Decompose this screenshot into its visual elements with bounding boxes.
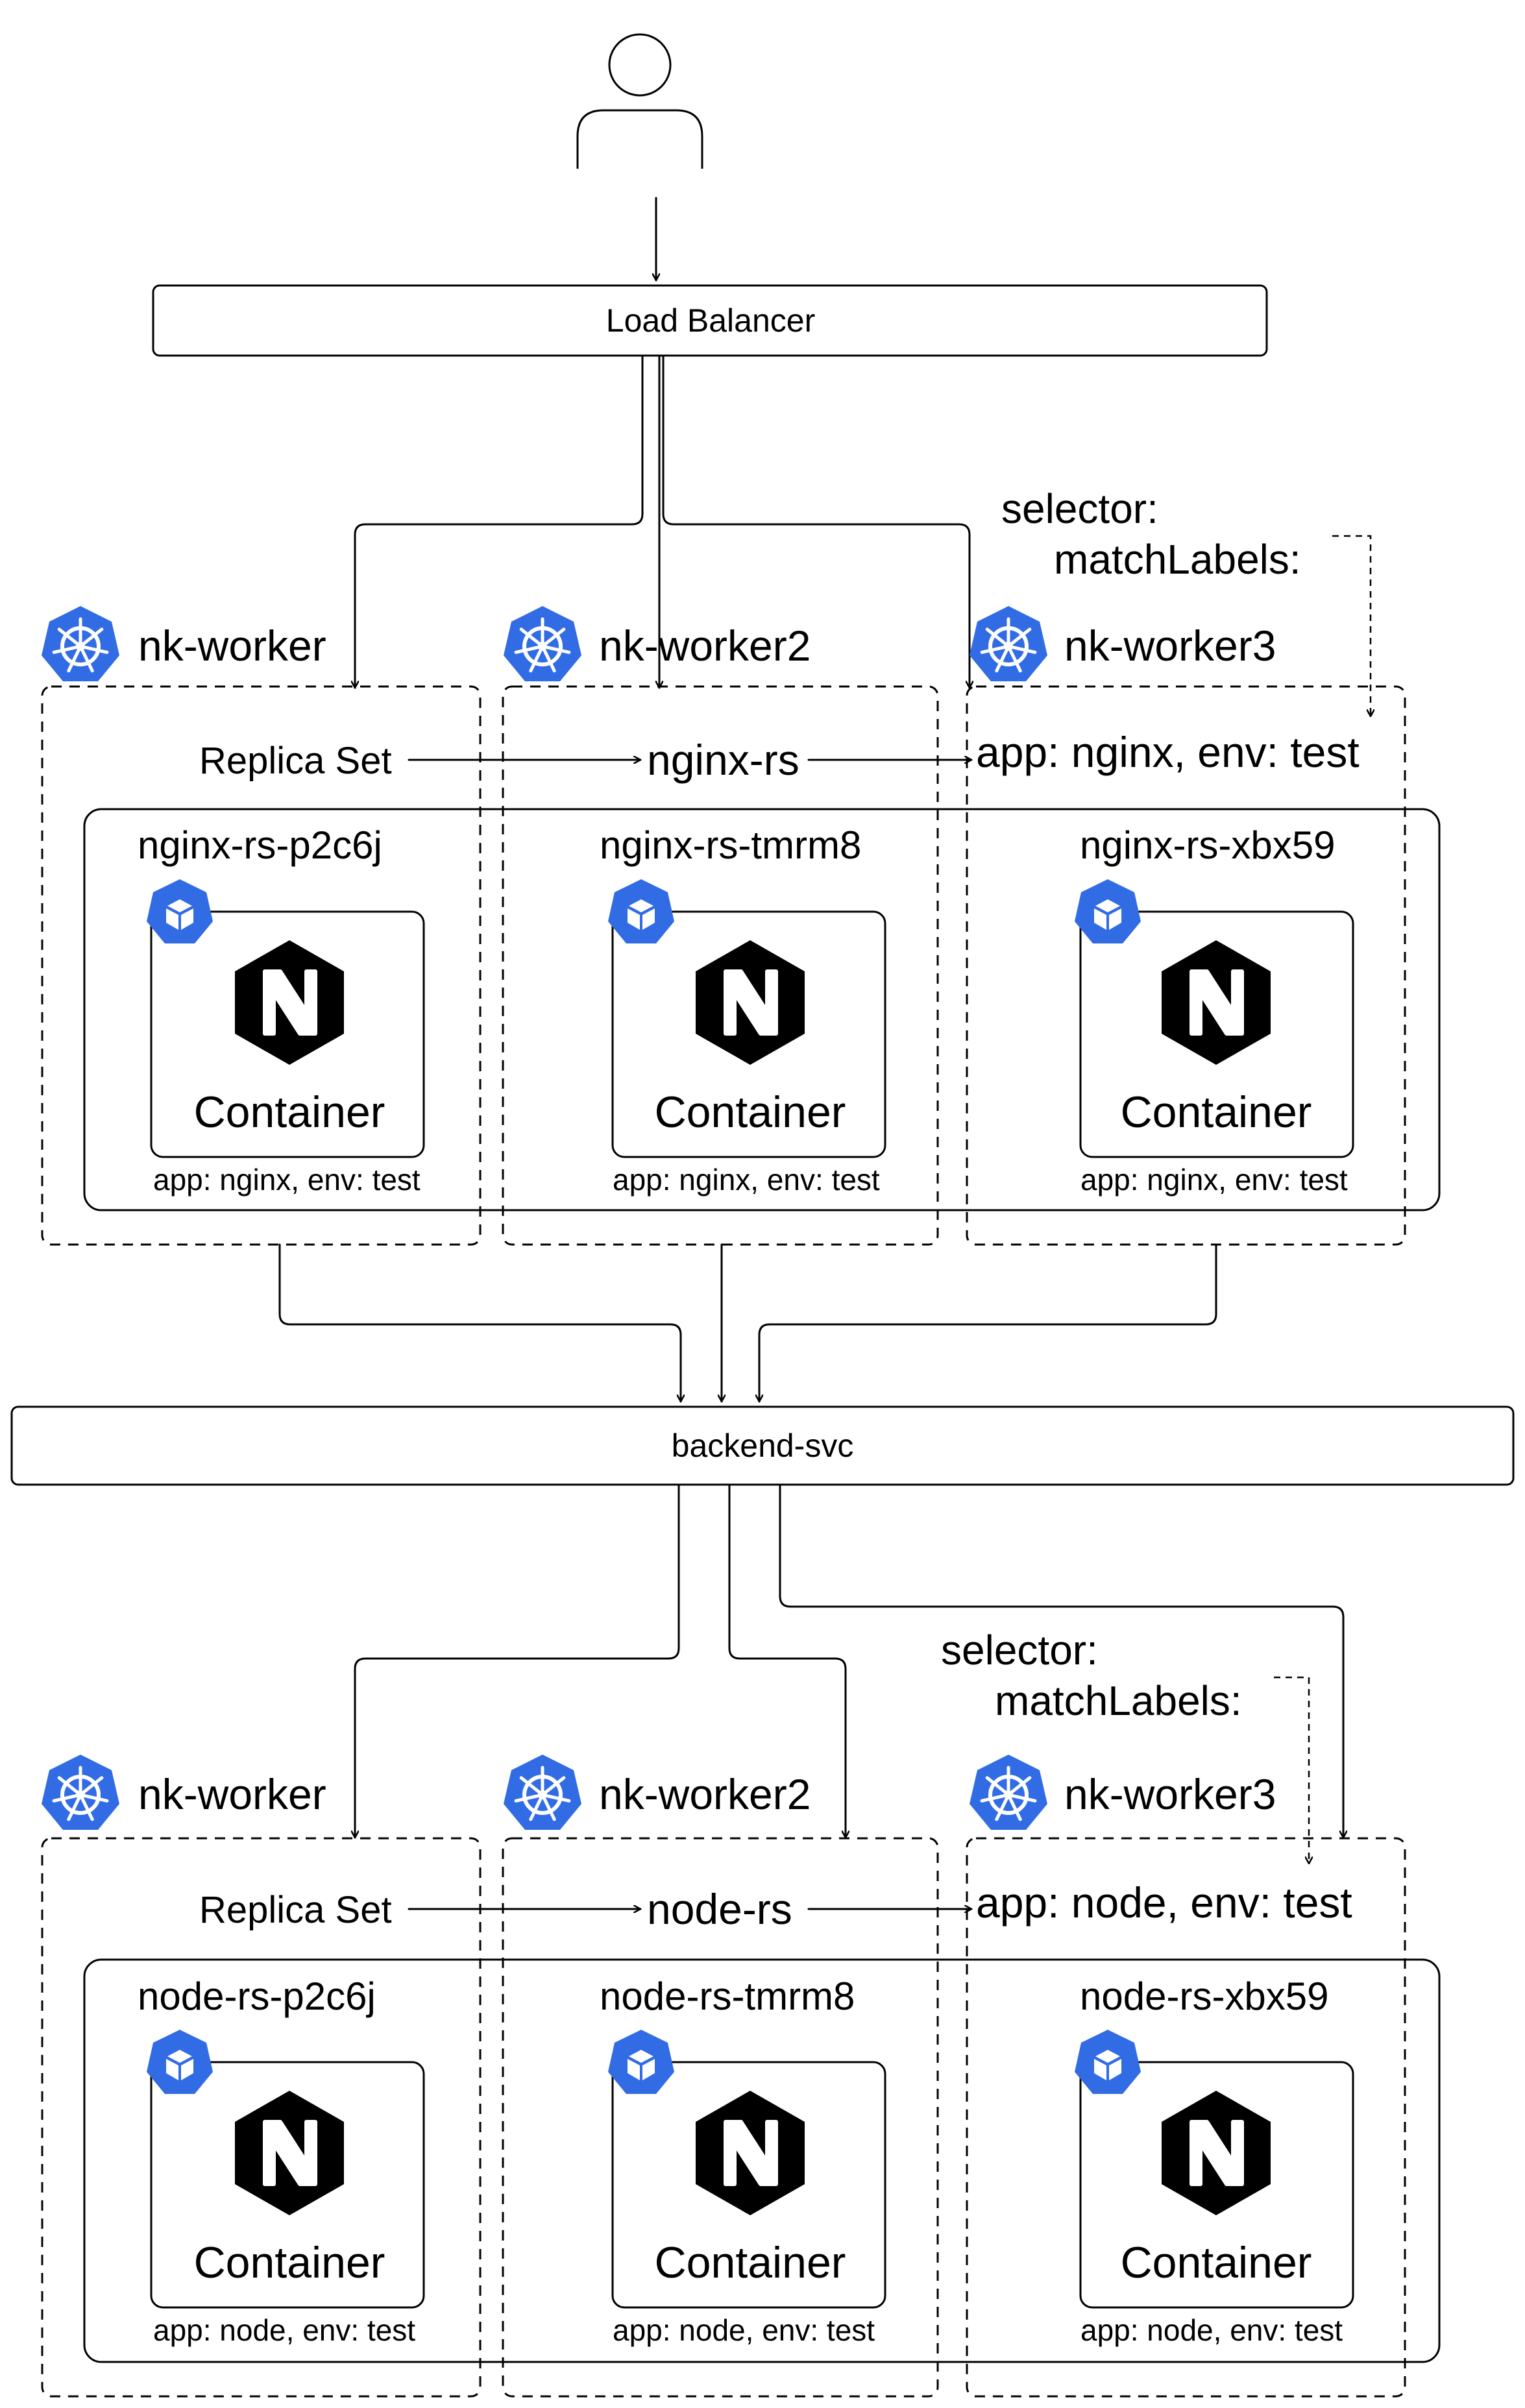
replica-set-box	[83, 808, 1441, 1211]
worker-label: nk-worker2	[599, 622, 811, 670]
kubernetes-helm-icon	[970, 606, 1047, 681]
pod-name: node-rs-tmrm8	[600, 1975, 855, 2018]
node-section: selector: matchLabels: nk-worker nk-work…	[41, 1627, 1441, 2398]
kubernetes-helm-icon	[42, 1755, 119, 1830]
kubernetes-pod-icon	[147, 879, 213, 943]
pod-name: node-rs-p2c6j	[138, 1975, 376, 2018]
replica-set-label: Replica Set	[199, 1889, 392, 1931]
pod-1: nginx-rs-p2c6j Container app: nginx, env…	[138, 823, 425, 1197]
container-box	[150, 2061, 425, 2309]
pod-1: node-rs-p2c6j Container app: node, env: …	[138, 1975, 425, 2347]
replica-set-name: nginx-rs	[647, 736, 799, 784]
worker-node-1-box	[41, 685, 482, 1246]
svc-to-worker3-arrow	[779, 1483, 1343, 1839]
worker-node-3-box	[966, 1837, 1406, 2398]
pod-name: nginx-rs-xbx59	[1080, 823, 1336, 867]
svc-to-worker1-arrow	[355, 1483, 680, 1839]
match-labels-label: matchLabels:	[1054, 536, 1301, 583]
svc-to-worker2-arrow	[728, 1483, 846, 1839]
worker-label: nk-worker	[138, 622, 326, 670]
container-box	[1079, 910, 1354, 1158]
worker-node-3-header: nk-worker3	[970, 606, 1276, 681]
backend-svc-label: backend-svc	[672, 1428, 854, 1464]
worker-node-3-box	[966, 685, 1406, 1246]
replica-set-label: Replica Set	[199, 740, 392, 782]
container-label: Container	[194, 1088, 385, 1137]
nginx-section: selector: matchLabels: nk-worker nk-work…	[41, 485, 1441, 1246]
pod-labels: app: node, env: test	[613, 2313, 875, 2347]
pod-2: nginx-rs-tmrm8 Container app: nginx, env…	[600, 823, 886, 1197]
replica-set-name: node-rs	[647, 1885, 792, 1933]
nginx-logo	[1162, 940, 1271, 1065]
nginx-logo	[696, 940, 805, 1065]
pod-labels: app: node, env: test	[1080, 2313, 1343, 2347]
nginx-logo	[1162, 2091, 1271, 2215]
container-box	[150, 910, 425, 1158]
worker-node-2-box	[502, 1837, 939, 2398]
container-box	[611, 2061, 886, 2309]
kubernetes-helm-icon	[504, 1755, 581, 1830]
worker-node-3-header: nk-worker3	[970, 1755, 1276, 1830]
container-label: Container	[655, 1088, 846, 1137]
selector-value: app: node, env: test	[976, 1879, 1352, 1927]
selector-label: selector:	[1001, 485, 1158, 532]
worker-node-1-header: nk-worker	[42, 606, 326, 681]
worker-node-2-header: nk-worker2	[504, 606, 811, 681]
load-balancer-label: Load Balancer	[606, 302, 815, 339]
selector-pointer-arrow	[1274, 1676, 1309, 1864]
pod-name: nginx-rs-p2c6j	[138, 823, 382, 867]
worker-node-1-box	[41, 1837, 482, 2398]
selector-pointer-arrow	[1332, 535, 1371, 716]
kubernetes-helm-icon	[970, 1755, 1047, 1830]
worker1-to-svc-arrow	[278, 1243, 681, 1403]
container-label: Container	[194, 2238, 385, 2287]
worker-label: nk-worker	[138, 1770, 326, 1818]
kubernetes-helm-icon	[42, 606, 119, 681]
container-label: Container	[1121, 1088, 1312, 1137]
kubernetes-pod-icon	[147, 2030, 213, 2094]
nginx-logo	[696, 2091, 805, 2215]
pod-labels: app: node, env: test	[153, 2313, 415, 2347]
pod-labels: app: nginx, env: test	[613, 1163, 880, 1197]
container-box	[1079, 2061, 1354, 2309]
lb-to-worker3-arrow	[662, 354, 970, 689]
pod-3: node-rs-xbx59 Container app: node, env: …	[1075, 1975, 1354, 2347]
load-balancer: Load Balancer	[152, 284, 1268, 357]
nginx-logo	[235, 2091, 344, 2215]
lb-to-worker1-arrow	[355, 354, 644, 689]
pod-labels: app: nginx, env: test	[1080, 1163, 1348, 1197]
worker-node-2-header: nk-worker2	[504, 1755, 811, 1830]
pod-3: nginx-rs-xbx59 Container app: nginx, env…	[1075, 823, 1354, 1197]
worker3-to-svc-arrow	[759, 1243, 1217, 1403]
backend-svc: backend-svc	[10, 1405, 1515, 1486]
kubernetes-pod-icon	[608, 2030, 674, 2094]
pod-name: nginx-rs-tmrm8	[600, 823, 861, 867]
pod-2: node-rs-tmrm8 Container app: node, env: …	[600, 1975, 886, 2347]
container-label: Container	[1121, 2238, 1312, 2287]
worker-label: nk-worker2	[599, 1770, 811, 1818]
worker-label: nk-worker3	[1064, 1770, 1276, 1818]
selector-value: app: nginx, env: test	[976, 728, 1360, 776]
kubernetes-pod-icon	[1075, 879, 1141, 943]
pod-labels: app: nginx, env: test	[153, 1163, 421, 1197]
kubernetes-pod-icon	[1075, 2030, 1141, 2094]
worker-node-2-box	[502, 685, 939, 1246]
pod-name: node-rs-xbx59	[1080, 1975, 1329, 2018]
container-box	[611, 910, 886, 1158]
worker-label: nk-worker3	[1064, 622, 1276, 670]
container-label: Container	[655, 2238, 846, 2287]
selector-label: selector:	[941, 1627, 1098, 1673]
user-icon	[576, 33, 703, 170]
kubernetes-helm-icon	[504, 606, 581, 681]
worker-node-1-header: nk-worker	[42, 1755, 326, 1830]
kubernetes-pod-icon	[608, 879, 674, 943]
match-labels-label: matchLabels:	[995, 1677, 1242, 1724]
nginx-logo	[235, 940, 344, 1065]
replica-set-box	[83, 1958, 1441, 2363]
